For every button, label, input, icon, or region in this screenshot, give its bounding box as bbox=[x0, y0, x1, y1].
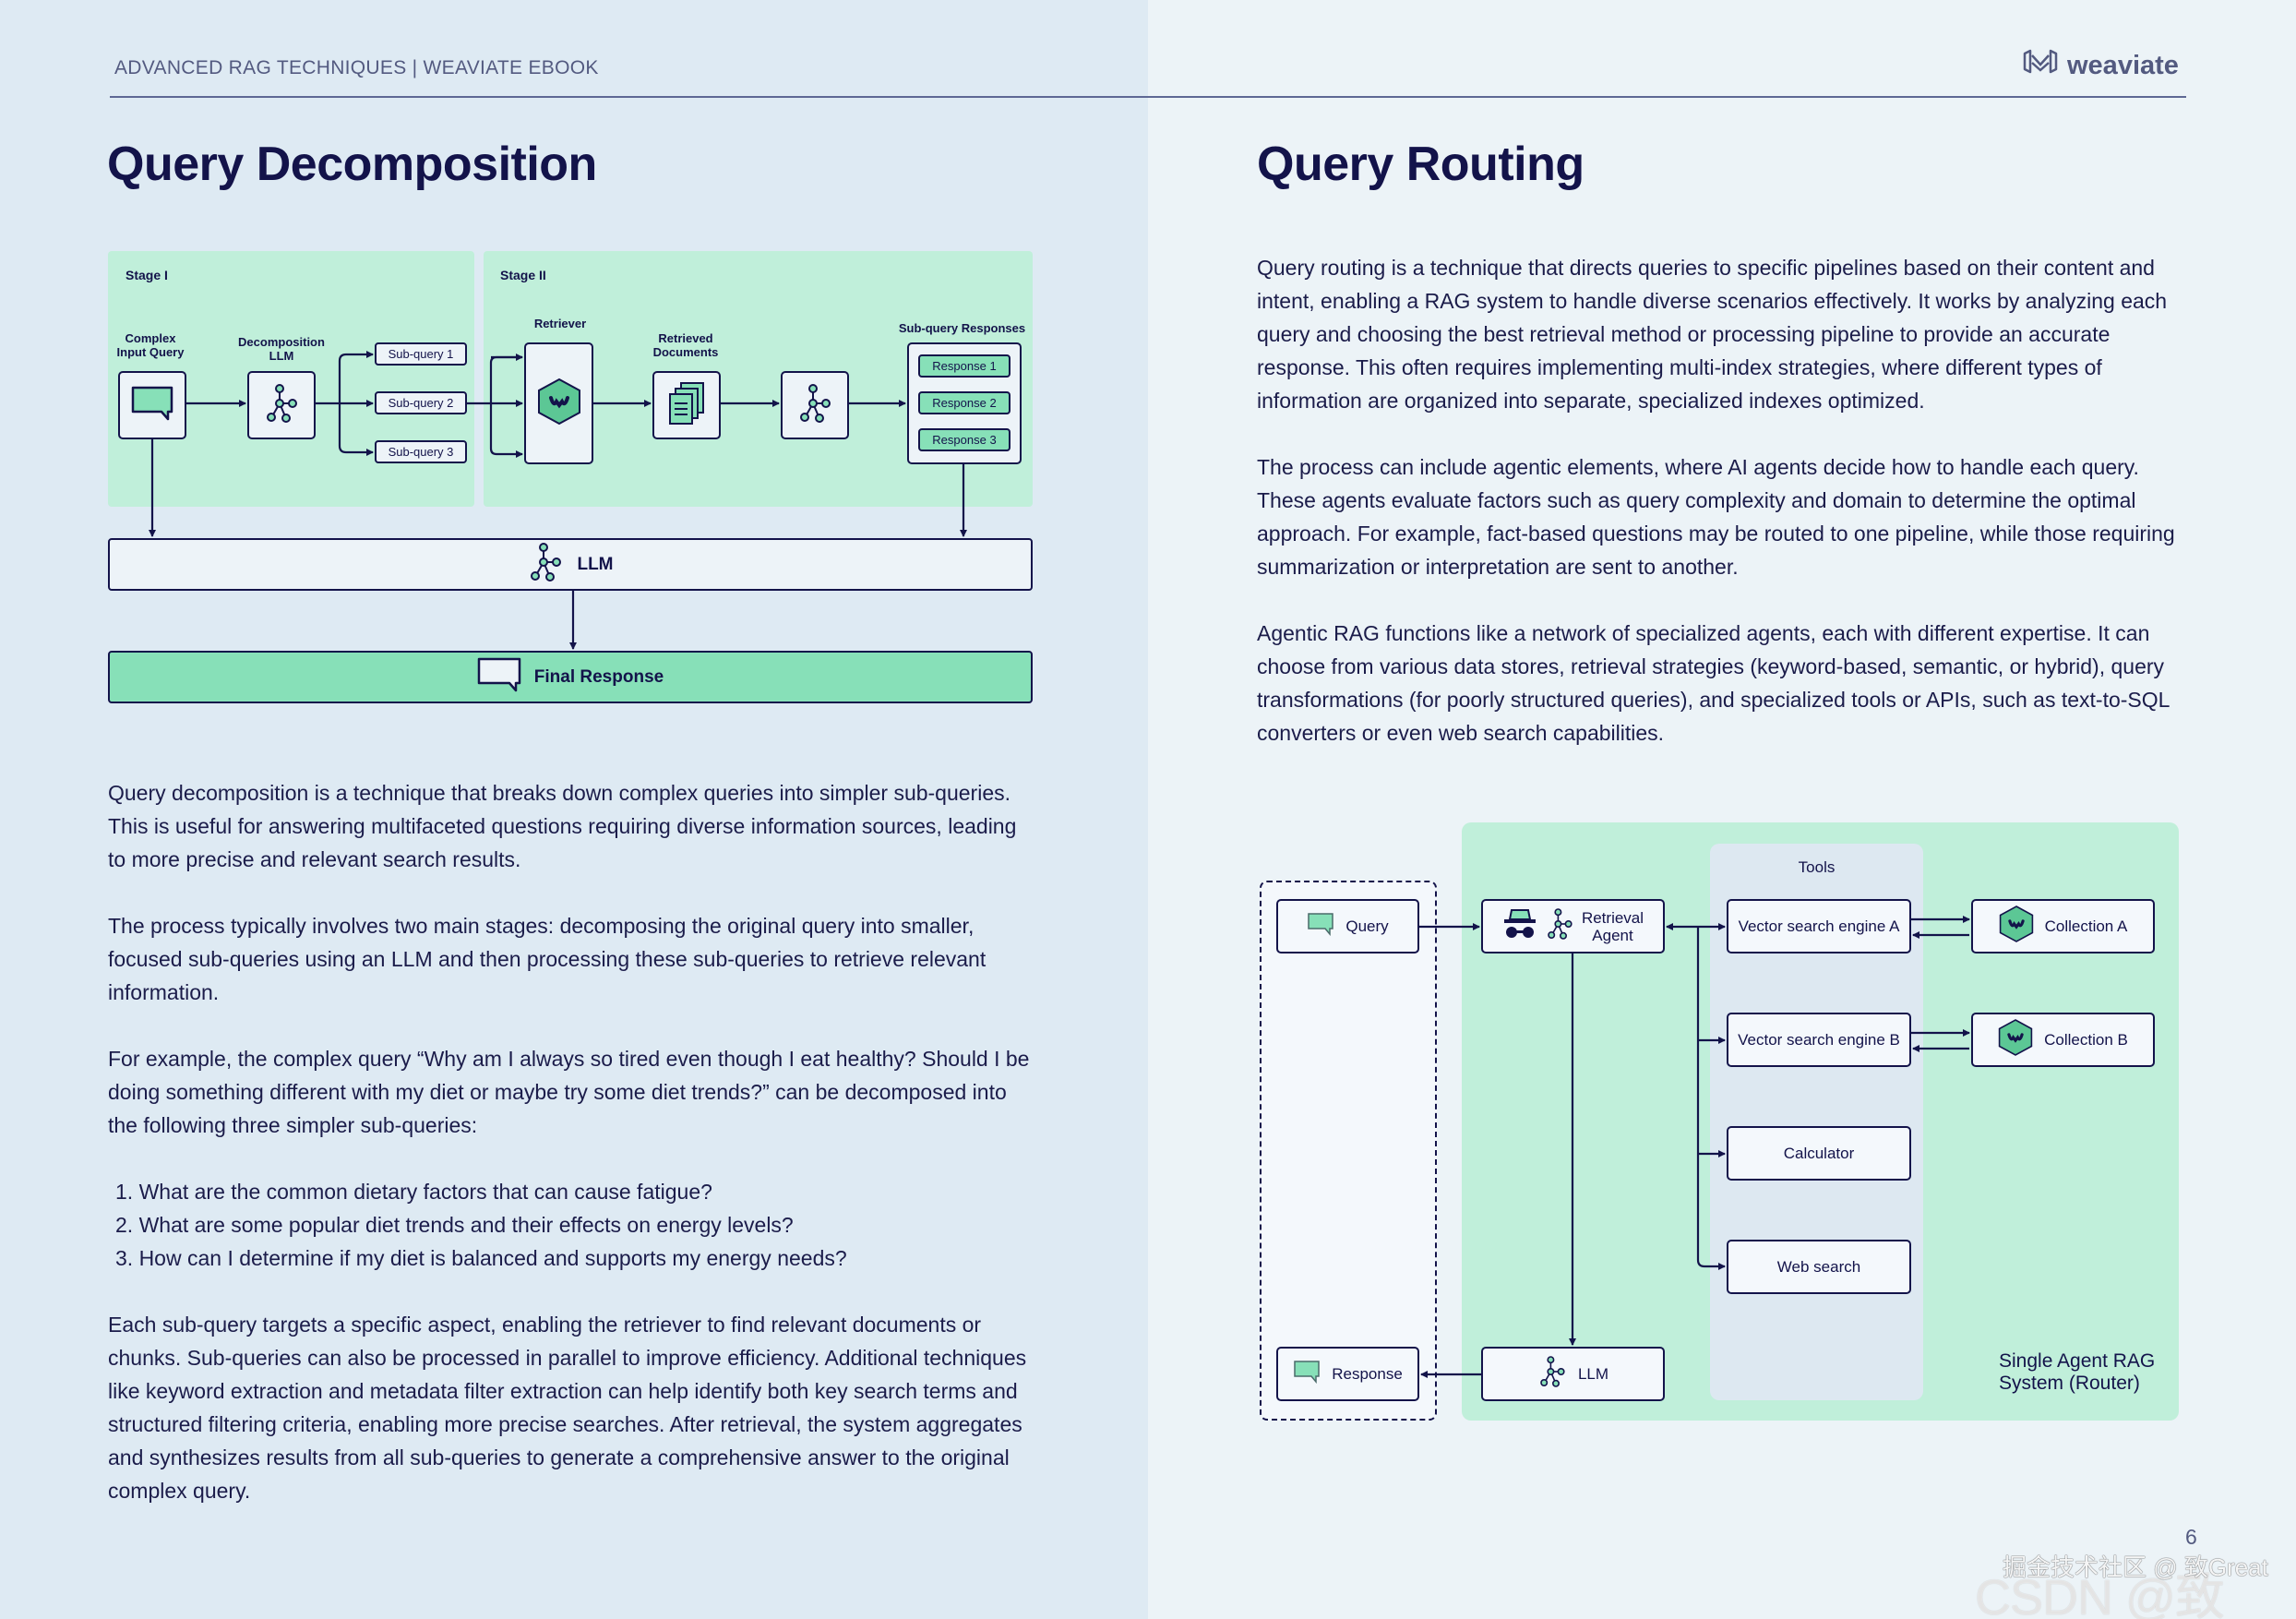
collection-a-node: Collection A bbox=[1971, 899, 2155, 953]
paragraph: For example, the complex query “Why am I… bbox=[108, 1047, 1030, 1137]
sub-query-2: Sub-query 2 bbox=[375, 391, 467, 414]
list-item: 3. How can I determine if my diet is bal… bbox=[115, 1246, 847, 1270]
weaviate-hexagon-icon bbox=[537, 378, 581, 430]
collection-a-label: Collection A bbox=[2044, 917, 2128, 935]
chat-bubble-icon bbox=[131, 386, 173, 426]
documents-icon bbox=[666, 381, 707, 430]
running-header: ADVANCED RAG TECHNIQUES | WEAVIATE EBOOK bbox=[114, 57, 599, 78]
response-3: Response 3 bbox=[918, 428, 1010, 451]
final-response-label: Final Response bbox=[533, 666, 664, 687]
stage-2-label: Stage II bbox=[500, 268, 546, 282]
router-llm-node: LLM bbox=[1481, 1347, 1665, 1401]
llm-network-icon bbox=[1537, 1354, 1567, 1394]
decomposition-llm-label: Decomposition LLM bbox=[238, 335, 325, 363]
tool-web-search: Web search bbox=[1727, 1240, 1911, 1294]
retriever-label: Retriever bbox=[533, 317, 587, 330]
retrieval-agent-node: Retrieval Agent bbox=[1481, 899, 1665, 953]
paragraph: The process typically involves two main … bbox=[108, 914, 987, 1004]
retrieval-agent-label: Retrieval Agent bbox=[1581, 908, 1644, 944]
sub-query-3: Sub-query 3 bbox=[375, 440, 467, 463]
paragraph: Query decomposition is a technique that … bbox=[108, 781, 1017, 871]
response-node: Response bbox=[1276, 1347, 1419, 1401]
llm-bar: LLM bbox=[108, 538, 1033, 591]
weaviate-hexagon-icon bbox=[1999, 905, 2034, 948]
weaviate-logo: weaviate bbox=[2021, 48, 2179, 83]
tool-calculator: Calculator bbox=[1727, 1126, 1911, 1181]
page-title-right: Query Routing bbox=[1257, 138, 1584, 191]
watermark-juejin: 掘金技术社区 @ 致Great bbox=[2003, 1553, 2268, 1581]
paragraph: The process can include agentic elements… bbox=[1257, 455, 2175, 579]
tool-vector-search-a: Vector search engine A bbox=[1727, 899, 1911, 953]
watermark-csdn: CSDN @致Great bbox=[1975, 1570, 2225, 1619]
sub-query-responses-label: Sub-query Responses bbox=[898, 321, 1026, 335]
decomposition-llm-node bbox=[247, 371, 316, 439]
sub-query-list: 1. What are the common dietary factors t… bbox=[115, 1175, 1031, 1275]
paragraph: Query routing is a technique that direct… bbox=[1257, 256, 2168, 413]
retrieved-documents-label: Retrieved Documents bbox=[652, 331, 719, 359]
sub-query-1: Sub-query 1 bbox=[375, 342, 467, 366]
collection-b-label: Collection B bbox=[2044, 1030, 2128, 1049]
response-label: Response bbox=[1332, 1364, 1403, 1383]
llm-network-icon bbox=[263, 383, 300, 428]
page-number: 6 bbox=[2185, 1525, 2197, 1549]
response-2: Response 2 bbox=[918, 391, 1010, 414]
chat-bubble-icon bbox=[1293, 1360, 1321, 1388]
query-label: Query bbox=[1345, 917, 1389, 935]
list-item: 2. What are some popular diet trends and… bbox=[115, 1213, 794, 1237]
weaviate-hexagon-icon bbox=[1998, 1018, 2033, 1061]
response-1: Response 1 bbox=[918, 354, 1010, 378]
llm-network-icon bbox=[527, 542, 564, 588]
retrieved-documents-node bbox=[652, 371, 721, 439]
query-node: Query bbox=[1276, 899, 1419, 953]
weaviate-logo-icon bbox=[2021, 48, 2060, 83]
paragraph: Each sub-query targets a specific aspect… bbox=[108, 1313, 1027, 1503]
retriever-node bbox=[524, 342, 593, 464]
aggregation-llm-node bbox=[781, 371, 849, 439]
paragraph: Agentic RAG functions like a network of … bbox=[1257, 621, 2170, 745]
chat-bubble-icon bbox=[1307, 912, 1334, 941]
page-title-left: Query Decomposition bbox=[107, 138, 597, 191]
stage-1-label: Stage I bbox=[126, 268, 168, 282]
io-panel bbox=[1260, 881, 1437, 1421]
chat-bubble-icon bbox=[477, 657, 521, 698]
tool-vector-search-b: Vector search engine B bbox=[1727, 1013, 1911, 1067]
left-body: Query decomposition is a technique that … bbox=[108, 776, 1031, 1541]
llm-bar-label: LLM bbox=[577, 554, 614, 574]
router-system-label: Single Agent RAG System (Router) bbox=[1999, 1350, 2156, 1394]
router-llm-label: LLM bbox=[1577, 1364, 1609, 1383]
complex-input-node bbox=[118, 371, 186, 439]
llm-network-icon bbox=[1545, 906, 1574, 946]
right-body: Query routing is a technique that direct… bbox=[1257, 251, 2189, 783]
header-divider bbox=[110, 96, 2186, 98]
tools-label: Tools bbox=[1798, 858, 1836, 876]
list-item: 1. What are the common dietary factors t… bbox=[115, 1180, 712, 1204]
complex-input-label: Complex Input Query bbox=[116, 331, 185, 359]
llm-network-icon bbox=[796, 383, 833, 428]
weaviate-logo-text: weaviate bbox=[2067, 50, 2179, 80]
final-response-bar: Final Response bbox=[108, 651, 1033, 703]
collection-b-node: Collection B bbox=[1971, 1013, 2155, 1067]
incognito-agent-icon bbox=[1502, 908, 1537, 944]
